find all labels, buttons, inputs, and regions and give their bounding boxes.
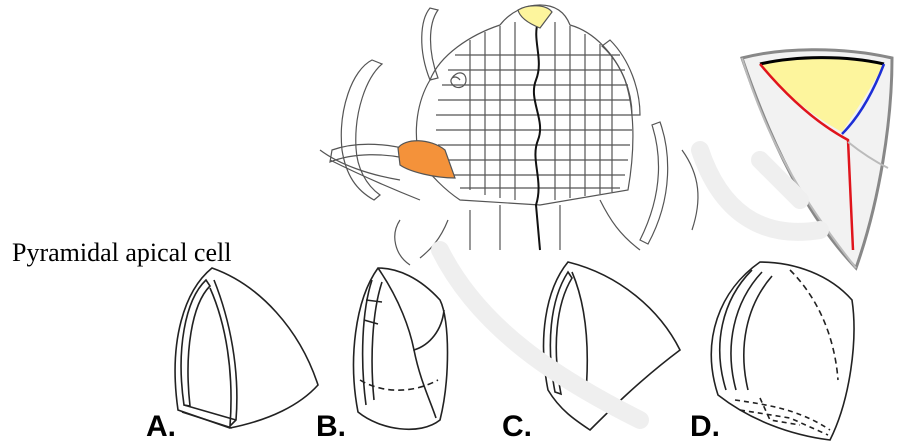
label-C: C. (502, 410, 532, 444)
shape-B (354, 268, 448, 429)
lateral-cell (398, 141, 455, 178)
leaf-primordium-left-outer (341, 60, 382, 200)
apical-cell (518, 6, 552, 28)
label-A: A. (146, 410, 176, 444)
shape-D (711, 262, 854, 440)
central-divide (534, 22, 540, 250)
label-B: B. (316, 410, 346, 444)
cell-walls (436, 22, 632, 200)
caption-pyramidal-apical-cell: Pyramidal apical cell (12, 238, 231, 268)
stem-right (560, 200, 640, 250)
label-D: D. (690, 410, 720, 444)
watermark (440, 150, 820, 420)
leaf-primordium-right-outer (640, 122, 668, 244)
shape-A (175, 268, 318, 428)
shoot-tip-drawing (320, 5, 698, 265)
